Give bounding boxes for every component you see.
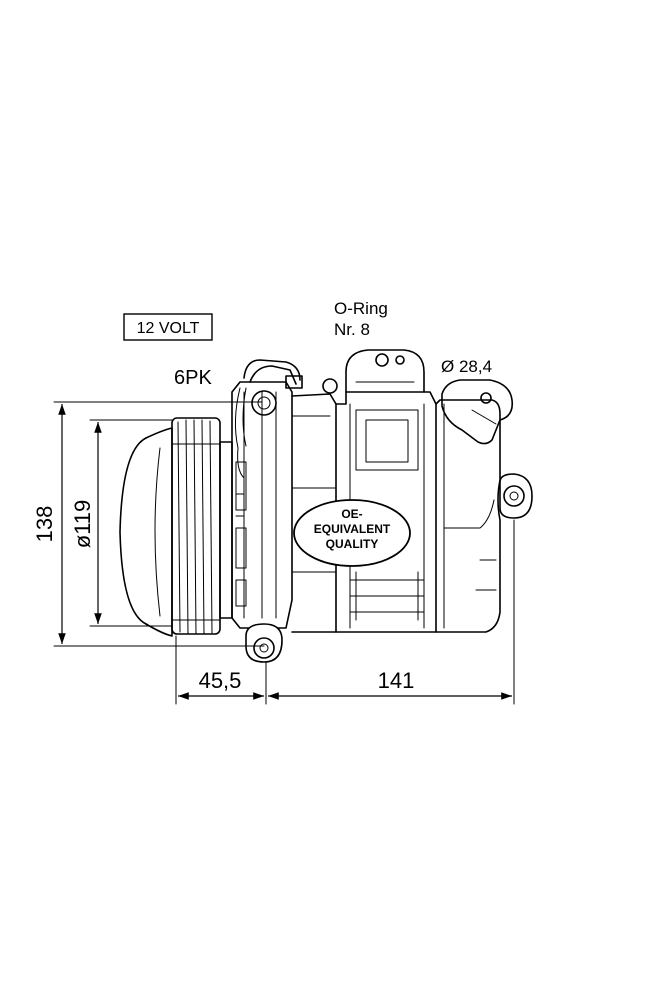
voltage-label: 12 VOLT (137, 320, 200, 337)
badge-line-1: OE- (341, 507, 362, 521)
dim-pulley-diameter: ø119 (70, 500, 95, 549)
badge-line-2: EQUIVALENT (314, 522, 391, 536)
o-ring-number-label: Nr. 8 (334, 320, 370, 339)
dimension-lines (53, 401, 515, 705)
pulley (119, 417, 233, 637)
badge-line-3: QUALITY (326, 537, 379, 551)
o-ring-label: O-Ring (334, 299, 388, 318)
electrical-connector (234, 359, 338, 479)
oe-badge (293, 499, 411, 567)
dim-pulley-offset: 45,5 (199, 668, 242, 693)
voltage-box (123, 313, 213, 341)
front-housing (231, 381, 293, 663)
dim-body-length: 141 (378, 668, 415, 693)
port-diameter-label: Ø 28,4 (441, 357, 492, 376)
dim-height-overall: 138 (32, 506, 57, 543)
belt-type-label: 6PK (174, 367, 212, 389)
compressor-body (291, 349, 437, 633)
rear-housing (435, 379, 533, 633)
